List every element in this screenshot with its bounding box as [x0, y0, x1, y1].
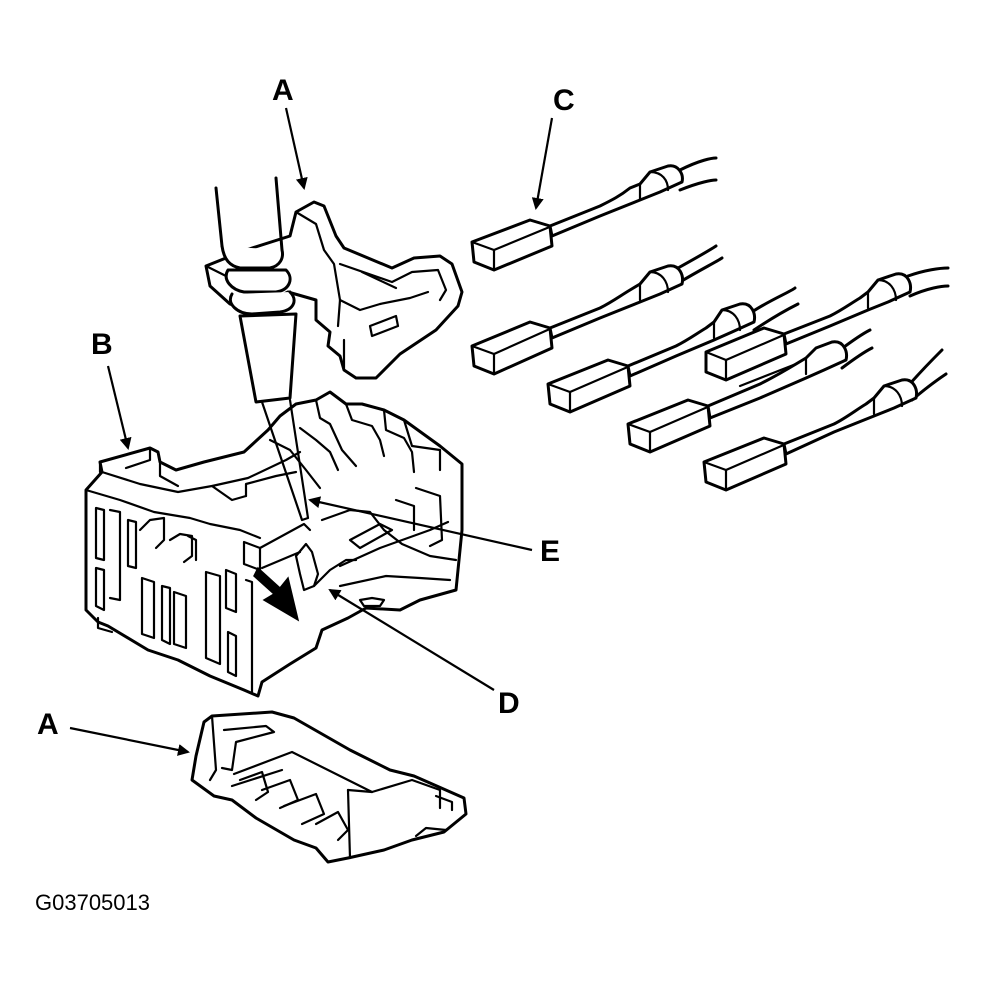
connector-housing [84, 390, 464, 698]
label-c: C [553, 84, 575, 117]
label-a-top: A [272, 74, 294, 107]
terminal-6 [702, 378, 918, 492]
label-d: D [498, 687, 520, 720]
callout-d [328, 588, 495, 691]
callout-arrows [69, 107, 554, 756]
figure-code: G03705013 [35, 890, 150, 915]
callout-a-bottom [69, 726, 190, 756]
callout-c [531, 117, 554, 210]
terminal-2 [470, 264, 684, 376]
terminal-5 [626, 340, 848, 454]
label-a-bottom: A [37, 708, 59, 741]
terminal-1 [470, 164, 684, 272]
screwdriver [214, 176, 310, 522]
terminal-3 [546, 302, 756, 414]
callout-b [106, 365, 132, 450]
callout-e [308, 496, 533, 552]
push-direction-arrow [253, 566, 300, 622]
label-e: E [540, 535, 561, 568]
callout-a-top [284, 107, 308, 190]
bottom-lock-cover [190, 710, 468, 864]
terminal-4 [704, 272, 912, 382]
label-b: B [91, 328, 113, 361]
